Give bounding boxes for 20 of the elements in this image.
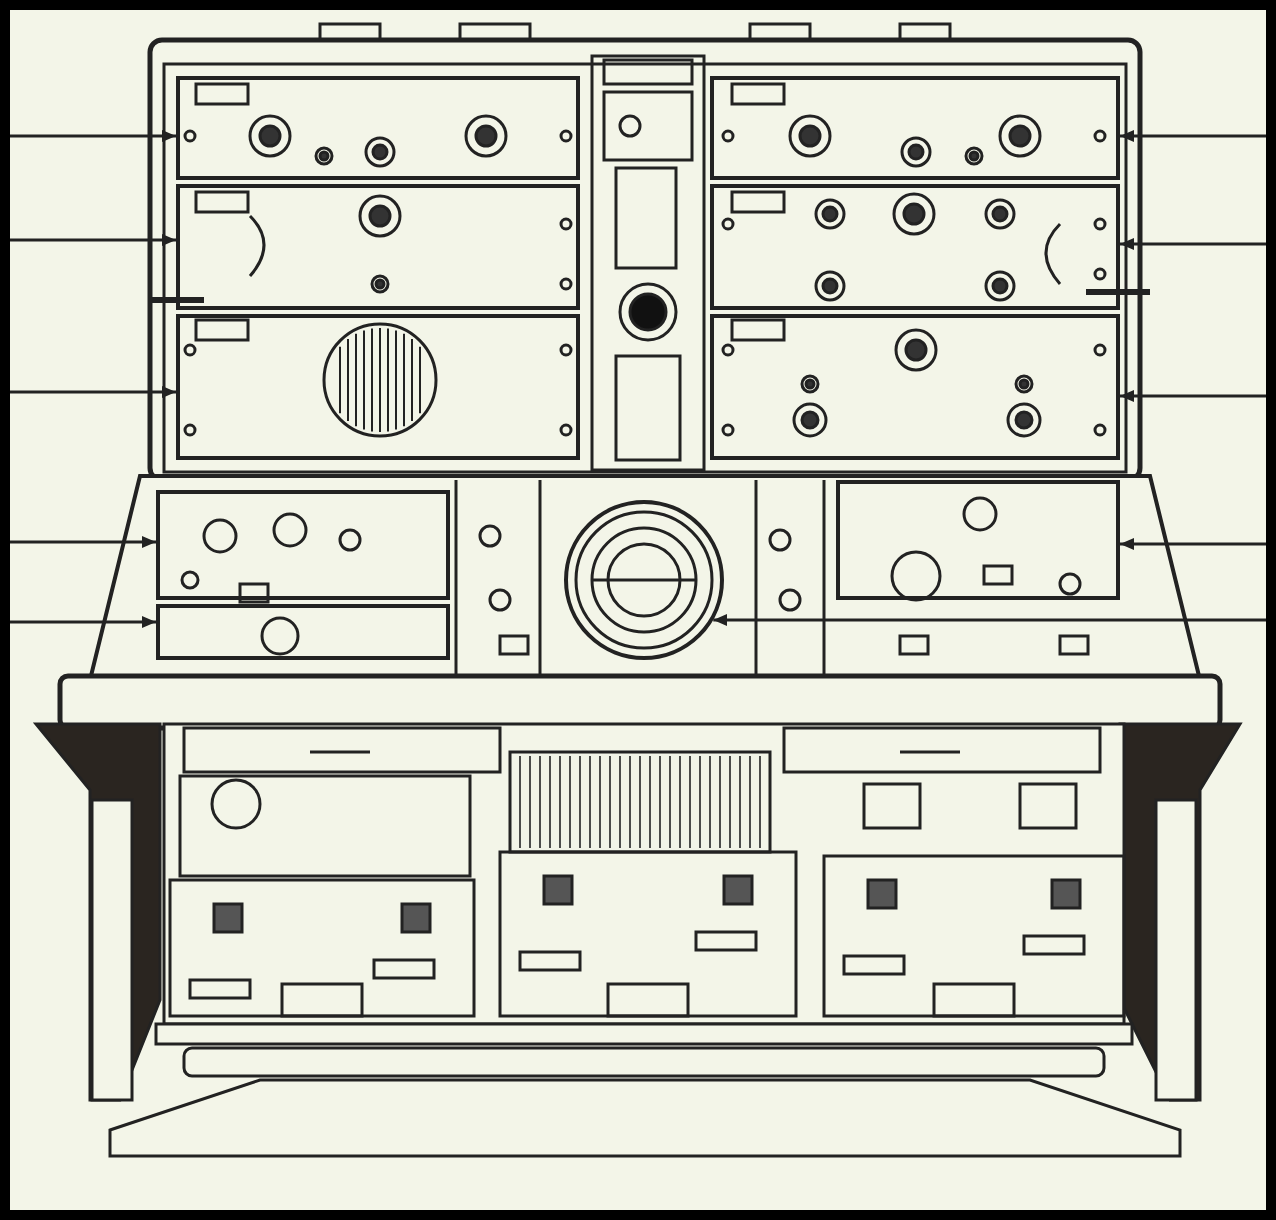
equipment-panel — [710, 184, 1120, 310]
leader-line — [1120, 390, 1266, 402]
equipment-panel — [710, 76, 1120, 180]
leader-line — [10, 386, 176, 398]
leader-line — [1120, 538, 1266, 550]
leader-line — [10, 536, 156, 548]
leader-line — [10, 130, 176, 142]
control-panel — [156, 604, 450, 660]
leader-line — [1120, 238, 1266, 250]
leader-line — [1120, 130, 1266, 142]
leader-line — [10, 234, 176, 246]
control-panel — [156, 490, 450, 600]
control-panel — [836, 480, 1120, 600]
speaker-panel — [176, 314, 580, 460]
equipment-panel — [176, 184, 580, 310]
equipment-panel — [176, 76, 580, 180]
leader-line — [10, 616, 156, 628]
leader-line — [713, 614, 1266, 626]
radar-display — [564, 500, 724, 660]
equipment-panel — [710, 314, 1120, 460]
